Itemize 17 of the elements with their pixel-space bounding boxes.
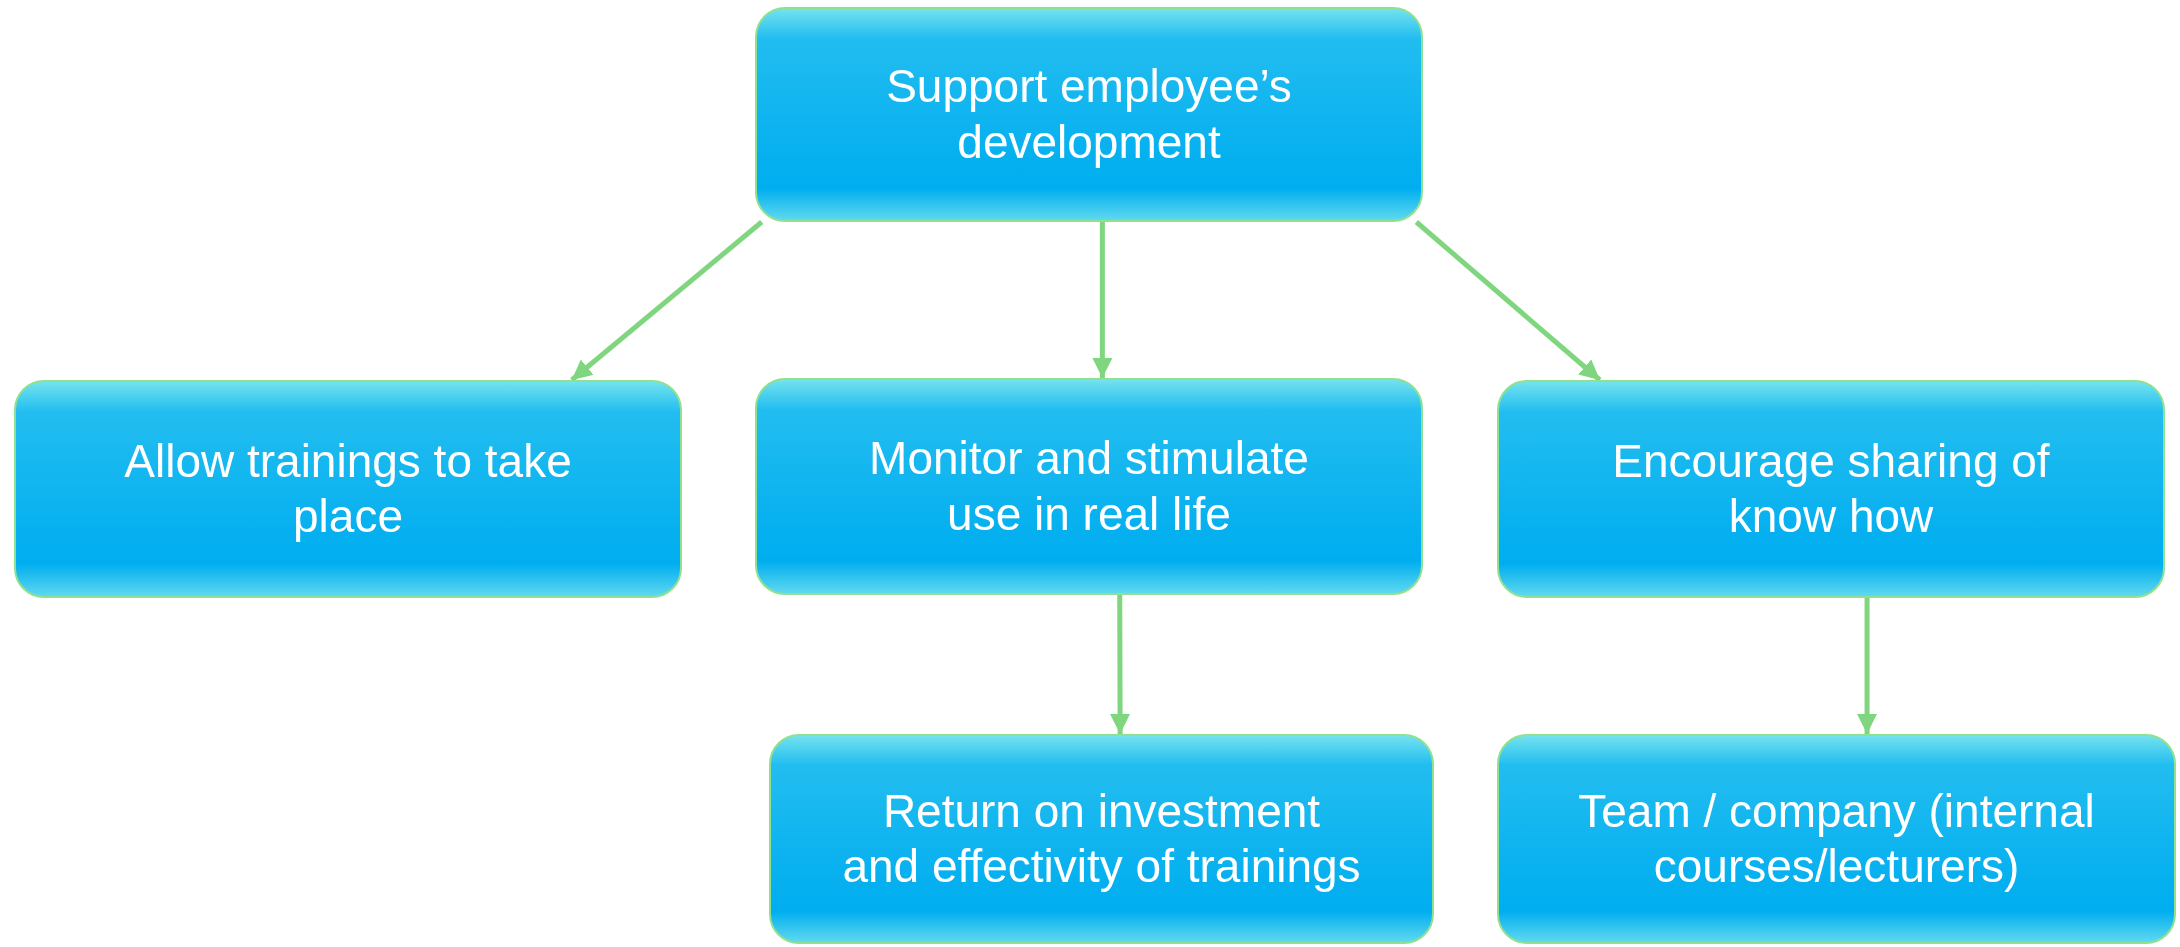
arrow	[1857, 598, 1878, 734]
process-box	[755, 7, 1423, 222]
arrow	[1414, 220, 1602, 382]
box-label: Allow trainings to take place	[123, 433, 573, 544]
arrow	[1110, 595, 1131, 734]
box-label: Encourage sharing of know how	[1611, 433, 2051, 544]
process-box	[755, 378, 1423, 595]
process-box	[769, 734, 1434, 944]
box-label: Support employee’s development	[885, 59, 1293, 170]
process-box	[1497, 734, 2176, 944]
process-box	[1497, 380, 2165, 598]
box-label: Monitor and stimulate use in real life	[868, 431, 1310, 542]
process-box	[14, 380, 682, 598]
arrow	[1092, 222, 1113, 378]
box-label: Team / company (internal courses/lecturers)	[1577, 783, 2096, 894]
box-label: Return on investment and effectivity of trainings	[841, 783, 1362, 894]
arrow	[570, 220, 764, 382]
